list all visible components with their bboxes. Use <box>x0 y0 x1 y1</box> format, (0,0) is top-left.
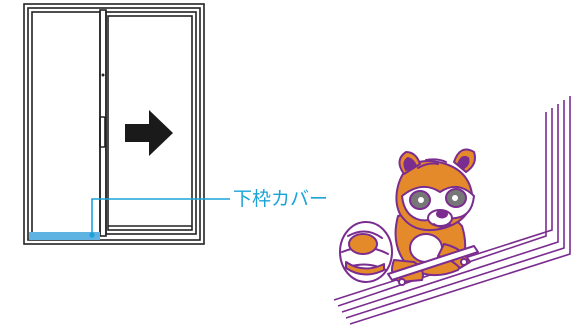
callout-line <box>91 198 230 234</box>
arrow-right-icon <box>125 110 173 156</box>
callout-dot <box>89 232 95 238</box>
callout-label: 下枠カバー <box>233 188 328 210</box>
ramp-lines <box>333 96 571 325</box>
sliding-door-icon <box>23 3 205 245</box>
raccoon-mascot-icon <box>339 148 479 286</box>
door-lock-dot <box>101 73 105 77</box>
lower-frame-cover-highlight <box>29 232 100 240</box>
